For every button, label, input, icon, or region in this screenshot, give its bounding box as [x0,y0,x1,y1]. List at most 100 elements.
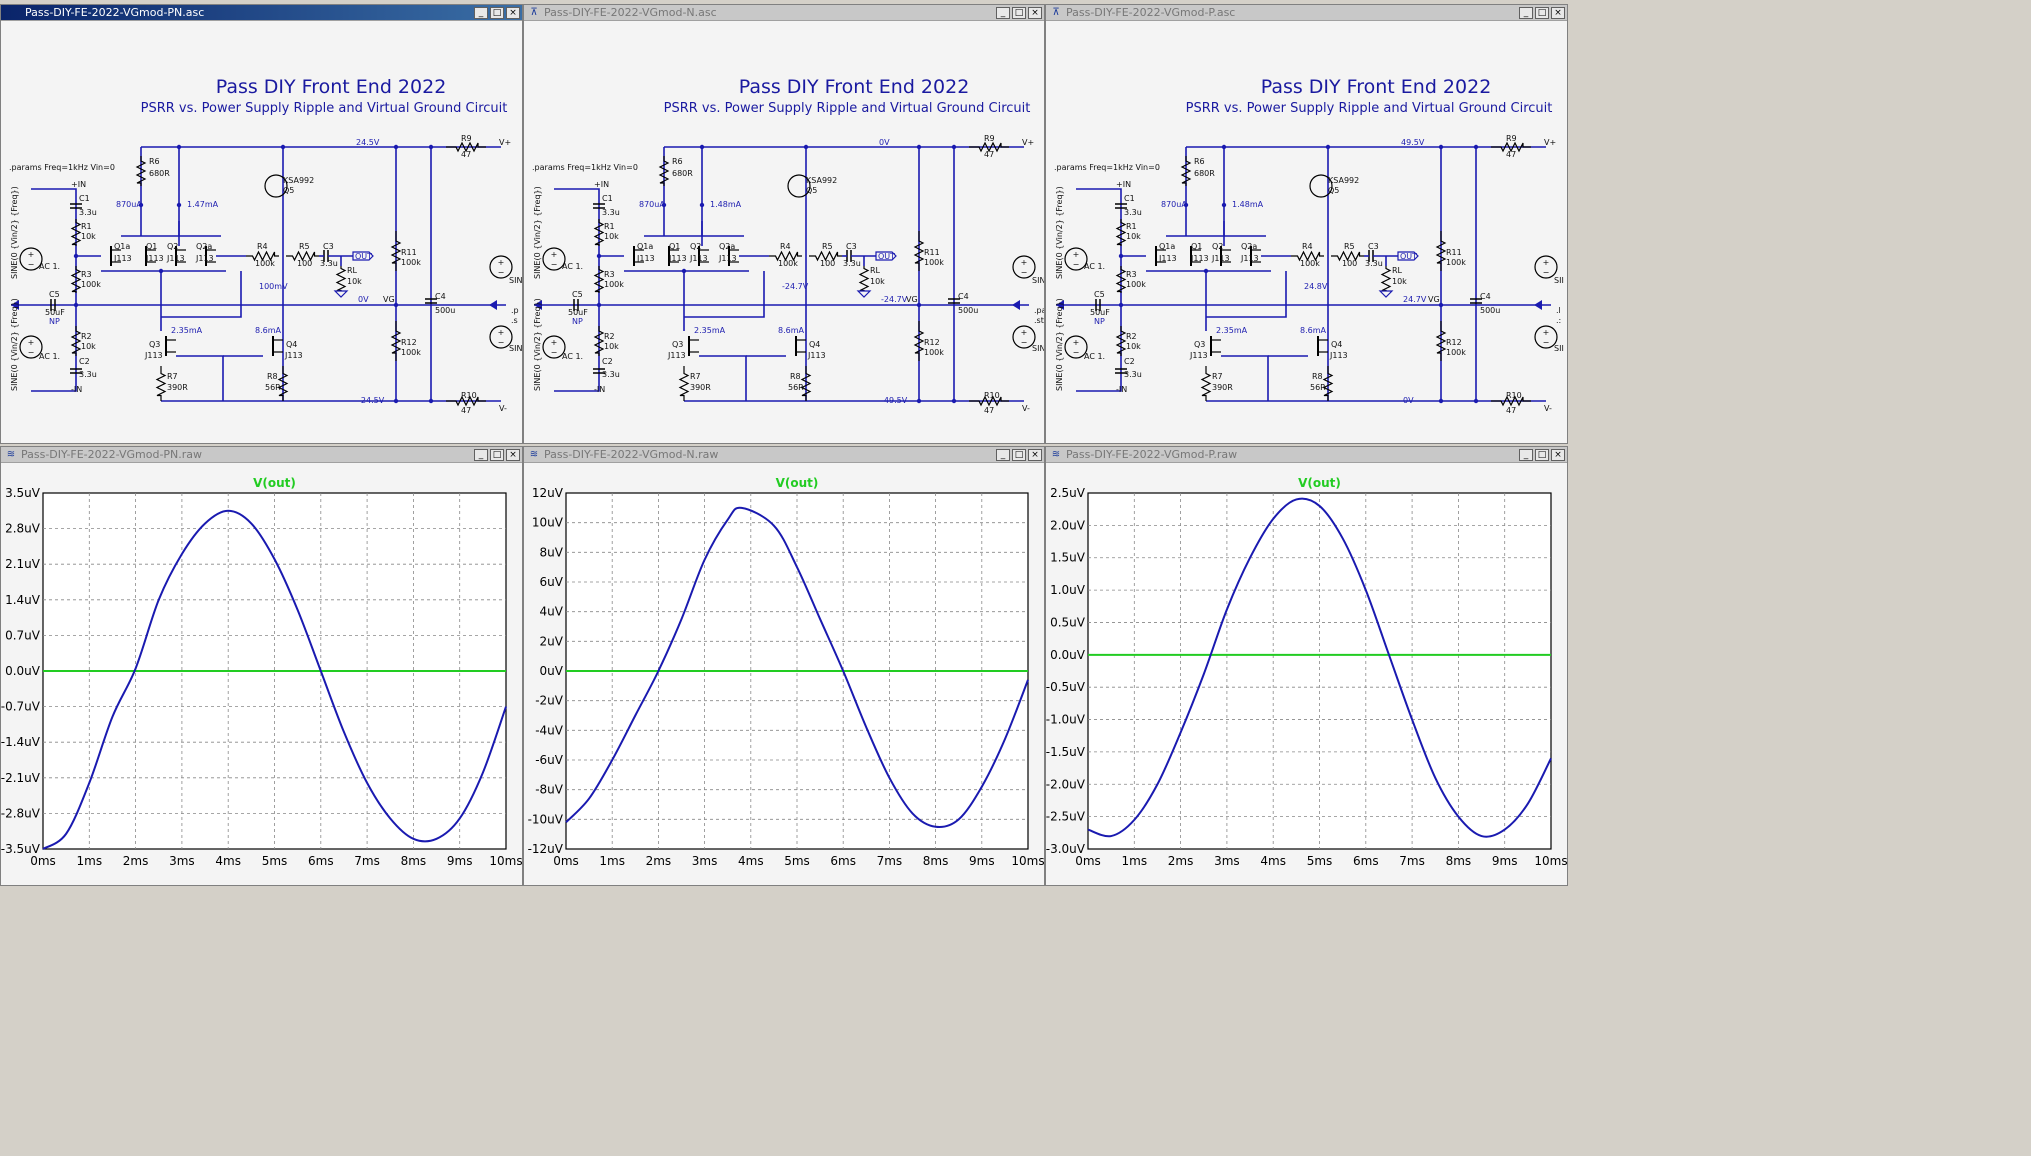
maximize-button[interactable]: □ [1012,448,1026,461]
q5-label: Q5 [283,186,294,195]
resistor-symbol [135,156,147,186]
resistor-symbol [1435,231,1447,271]
waveform-window-pn[interactable]: ≋Pass-DIY-FE-2022-VGmod-PN.raw _□× V(out… [0,446,523,886]
minimize-button[interactable]: _ [474,448,488,461]
q4-label: Q4 [286,340,297,349]
resistor-symbol [70,326,82,356]
c1-label: C1 [79,194,90,203]
maximize-button[interactable]: □ [1535,448,1549,461]
r9-value: 47 [1506,150,1516,159]
resistor-symbol [969,395,1009,407]
jfet-type: J113 [689,254,708,263]
junction-dot [681,268,687,274]
plus-sign: + [1543,258,1550,267]
close-button[interactable]: × [506,448,520,461]
maximize-button[interactable]: □ [1535,6,1549,19]
maximize-button[interactable]: □ [490,6,504,19]
y-tick-label: 2.0uV [1050,518,1086,532]
titlebar[interactable]: ⊼Pass-DIY-FE-2022-VGmod-P.asc _□× [1046,5,1567,21]
close-button[interactable]: × [506,6,520,19]
q4-label: Q4 [809,340,820,349]
close-button[interactable]: × [1551,6,1565,19]
waveform-window-n[interactable]: ≋Pass-DIY-FE-2022-VGmod-N.raw _□× V(out)… [523,446,1045,886]
output-port [1397,251,1419,261]
y-tick-label: -2.8uV [1,806,41,820]
y-tick-label: 0uV [540,664,564,678]
r1-value: 10k [604,232,619,241]
junction-dot [393,144,399,150]
minimize-button[interactable]: _ [1519,448,1533,461]
c2-value: 3.3u [1124,370,1142,379]
junction-dot [1221,144,1227,150]
minus-sign: − [1073,260,1080,269]
y-tick-label: -0.5uV [1046,680,1086,694]
r2-value: 10k [81,342,96,351]
x-tick-label: 4ms [1260,854,1286,868]
q5-label: Q5 [806,186,817,195]
resistor-symbol [446,395,486,407]
x-tick-label: 7ms [877,854,903,868]
plus-sign: + [1543,328,1550,337]
x-tick-label: 4ms [738,854,764,868]
minimize-button[interactable]: _ [1519,6,1533,19]
close-button[interactable]: × [1028,6,1042,19]
titlebar[interactable]: ≋Pass-DIY-FE-2022-VGmod-N.raw _□× [524,447,1044,463]
r4-value: 100k [255,259,275,268]
junction-dot [916,302,922,308]
x-tick-label: 2ms [1168,854,1194,868]
sine-spec: SINE(0 {Vin/2} {Freq}) [1055,186,1064,279]
schematic-window-n[interactable]: ⊼Pass-DIY-FE-2022-VGmod-N.asc _□× Pass D… [523,4,1051,444]
x-tick-label: 0ms [1075,854,1101,868]
titlebar[interactable]: ≋Pass-DIY-FE-2022-VGmod-PN.raw _□× [1,447,522,463]
c5-value: 50uF [1090,308,1110,317]
minimize-button[interactable]: _ [474,6,488,19]
y-tick-label: -2uV [535,694,564,708]
plus-sign: + [1073,338,1080,347]
q2a-label: Q2a [1241,242,1257,251]
vout-trace [565,506,1029,828]
x-tick-label: 10ms [1534,854,1567,868]
close-button[interactable]: × [1551,448,1565,461]
waveform-window-p[interactable]: ≋Pass-DIY-FE-2022-VGmod-P.raw _□× V(out)… [1045,446,1568,886]
right-source-label: SIN [509,344,522,353]
c3-label: C3 [846,242,857,251]
r5-label: R5 [822,242,833,251]
jfet-type: J113 [1190,254,1209,263]
titlebar[interactable]: ≋Pass-DIY-FE-2022-VGmod-P.raw _□× [1046,447,1567,463]
window-title: Pass-DIY-FE-2022-VGmod-PN.asc [25,6,205,19]
minimize-button[interactable]: _ [996,448,1010,461]
q2-label: Q2 [690,242,701,251]
resistor-symbol [913,231,925,271]
x-tick-label: 8ms [401,854,427,868]
resistor-symbol [1115,219,1127,246]
maximize-button[interactable]: □ [490,448,504,461]
junction-dot [1473,144,1479,150]
voltage-source-symbol [19,247,43,271]
params-directive: .params Freq=1kHz Vin=0 [1054,163,1160,172]
q5-label: Q5 [1328,186,1339,195]
q1-label: Q1 [669,242,680,251]
maximize-button[interactable]: □ [1012,6,1026,19]
titlebar[interactable]: Pass-DIY-FE-2022-VGmod-PN.asc _□× [1,5,522,21]
minimize-button[interactable]: _ [996,6,1010,19]
resistor-symbol [70,219,82,246]
junction-dot [176,202,182,208]
plus-sign: + [551,250,558,259]
q3-label: Q3 [672,340,683,349]
titlebar[interactable]: ⊼Pass-DIY-FE-2022-VGmod-N.asc _□× [524,5,1044,21]
junction-dot [1221,202,1227,208]
close-button[interactable]: × [1028,448,1042,461]
schematic-window-pn[interactable]: Pass-DIY-FE-2022-VGmod-PN.asc _□× Pass D… [0,4,523,444]
schematic-window-p[interactable]: ⊼Pass-DIY-FE-2022-VGmod-P.asc _□× Pass D… [1045,4,1568,444]
c5-np-label: NP [1094,317,1105,326]
rl-value: 10k [347,277,362,286]
r4-value: 100k [1300,259,1320,268]
minus-sign: − [498,268,505,277]
